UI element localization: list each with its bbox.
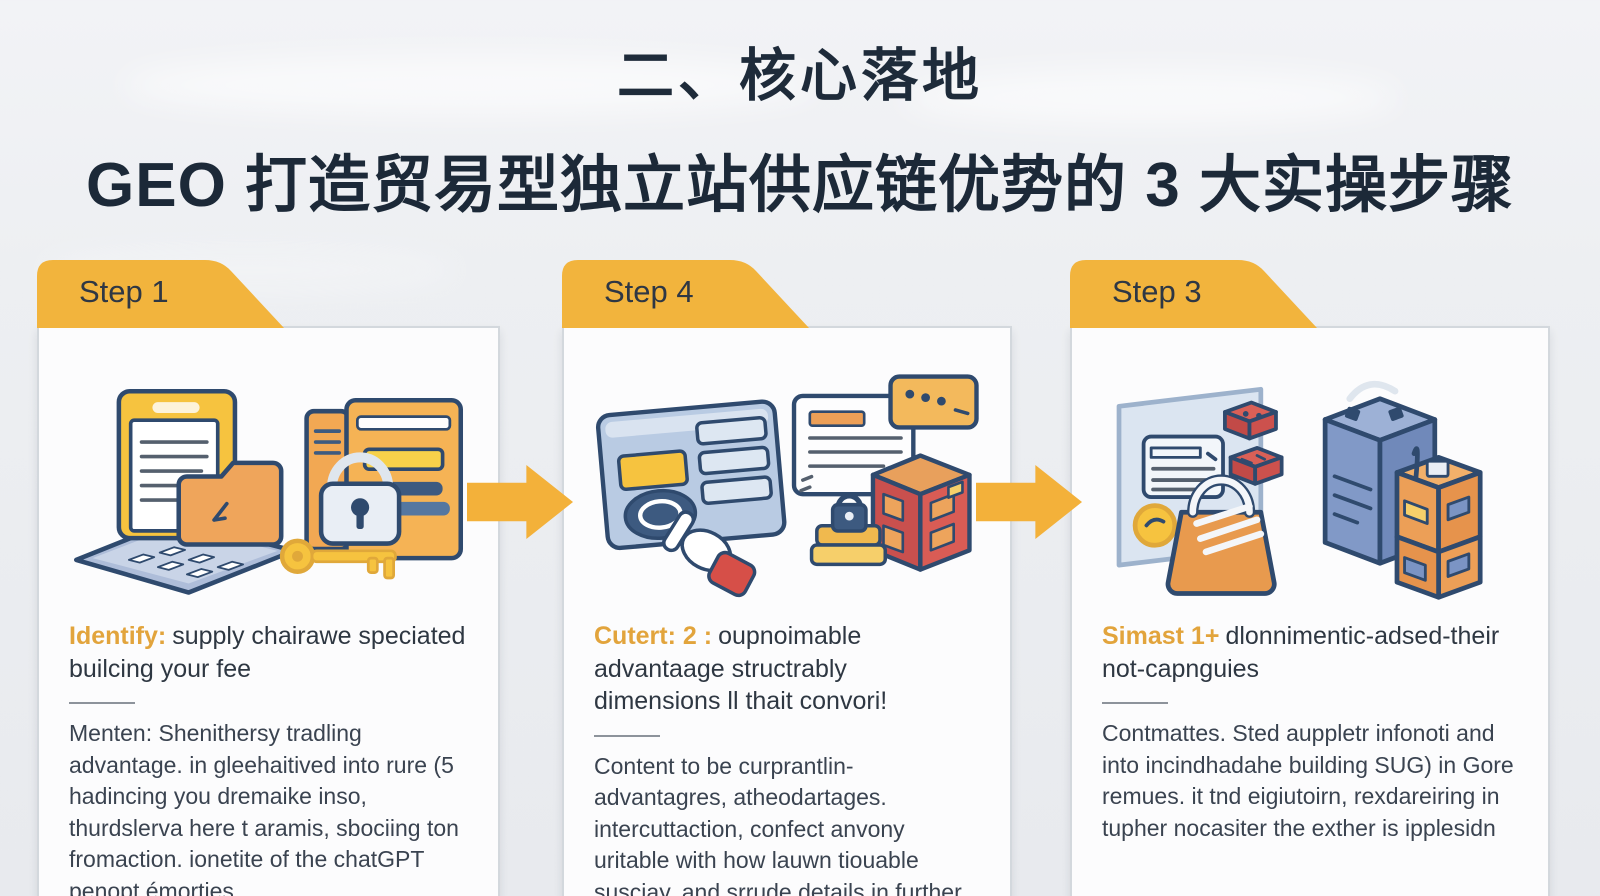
step-3-panel: Simast 1+dlonnimentic-adsed-their not-ca… xyxy=(1070,326,1550,896)
step-4-heading: Cutert: 2 :oupnoimable advantaage struct… xyxy=(594,620,980,718)
step-1-tab: Step 1 xyxy=(37,260,287,328)
step-3-body: Contmattes. Sted auppletr infonoti and i… xyxy=(1102,720,1514,841)
page-subtitle: GEO 打造贸易型独立站供应链优势的 3 大实操步骤 xyxy=(86,151,1514,220)
heading-text: supply chairawe speciated builcing your … xyxy=(69,622,466,683)
gap-1 xyxy=(467,260,573,896)
step-3-heading: Simast 1+dlonnimentic-adsed-their not-ca… xyxy=(1102,620,1518,685)
step-4-panel: Cutert: 2 :oupnoimable advantaage struct… xyxy=(562,326,1012,896)
step-card-1: Step 1 xyxy=(37,260,500,896)
step-1-body: Menten: Shenithersy tradling advantage. … xyxy=(69,720,459,896)
step-label: Step 3 xyxy=(1112,274,1202,309)
step-1-panel: Identify:supply chairawe speciated builc… xyxy=(37,326,500,896)
step-label: Step 4 xyxy=(604,274,694,309)
heading-text: dlonnimentic-adsed-their not-capnguies xyxy=(1102,622,1500,683)
tab-shape xyxy=(1070,260,1317,328)
step-4-body: Content to be curprantlin-advantagres, a… xyxy=(594,752,962,896)
step-card-3: Step 3 xyxy=(1070,260,1550,896)
step-3-tab: Step 3 xyxy=(1070,260,1320,328)
divider xyxy=(594,734,660,737)
divider xyxy=(1102,702,1168,704)
step-3-illustration xyxy=(1102,356,1518,606)
shopping-bag-crates-icon xyxy=(1116,380,1483,600)
step-card-2: Step 4 xyxy=(562,260,1012,896)
heading-text: oupnoimable advantaage structrably dimen… xyxy=(594,622,888,715)
steps-row: Step 1 xyxy=(37,260,1550,896)
step-1-illustration xyxy=(69,356,468,606)
tab-shape xyxy=(562,260,809,328)
step-1-heading: Identify:supply chairawe speciated builc… xyxy=(69,620,468,685)
divider xyxy=(69,702,135,704)
dashboard-click-icon xyxy=(595,374,979,598)
step-4-tab: Step 4 xyxy=(562,260,812,328)
tab-shape xyxy=(37,260,284,328)
laptop-documents-lock-icon xyxy=(73,388,464,595)
heading-keyword: Simast 1+ xyxy=(1102,622,1220,650)
step-4-illustration xyxy=(594,356,980,606)
header: 二、核心落地 GEO 打造贸易型独立站供应链优势的 3 大实操步骤 xyxy=(0,0,1600,224)
gap-2 xyxy=(976,260,1082,896)
heading-keyword: Cutert: 2 : xyxy=(594,622,713,650)
page-title: 二、核心落地 xyxy=(617,44,983,108)
step-label: Step 1 xyxy=(79,274,169,309)
heading-keyword: Identify: xyxy=(69,622,167,650)
